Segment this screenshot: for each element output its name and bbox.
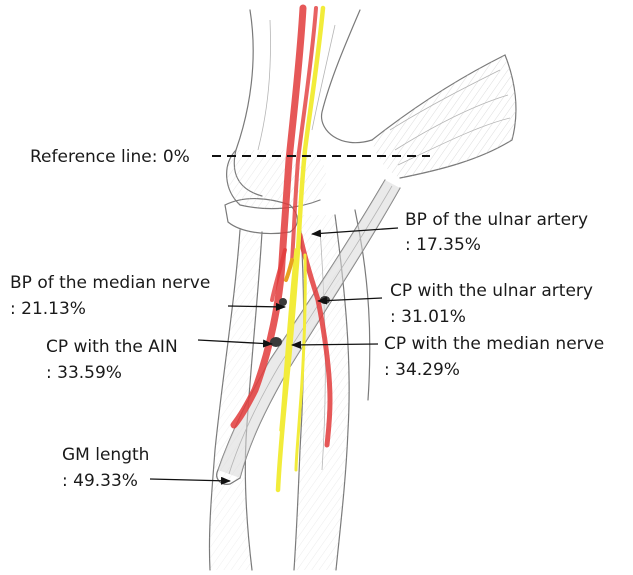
cp-ulnar-artery-title: CP with the ulnar artery: [390, 281, 593, 301]
cp-ulnar-artery-value: : 31.01%: [390, 307, 466, 327]
reference-line-label: Reference line: 0%: [30, 147, 190, 167]
cp-median-nerve-value: : 34.29%: [384, 360, 460, 380]
cp-median-nerve-title: CP with the median nerve: [384, 334, 604, 354]
bp-ulnar-artery-value: : 17.35%: [405, 235, 481, 255]
gm-length-title: GM length: [62, 445, 149, 465]
cp-ain-value: : 33.59%: [46, 363, 122, 383]
bp-median-nerve-value: : 21.13%: [10, 299, 86, 319]
bp-ulnar-artery-title: BP of the ulnar artery: [405, 210, 588, 230]
gm-length-value: : 49.33%: [62, 471, 138, 491]
cp-ain-title: CP with the AIN: [46, 337, 178, 357]
bp-median-nerve-title: BP of the median nerve: [10, 273, 210, 293]
